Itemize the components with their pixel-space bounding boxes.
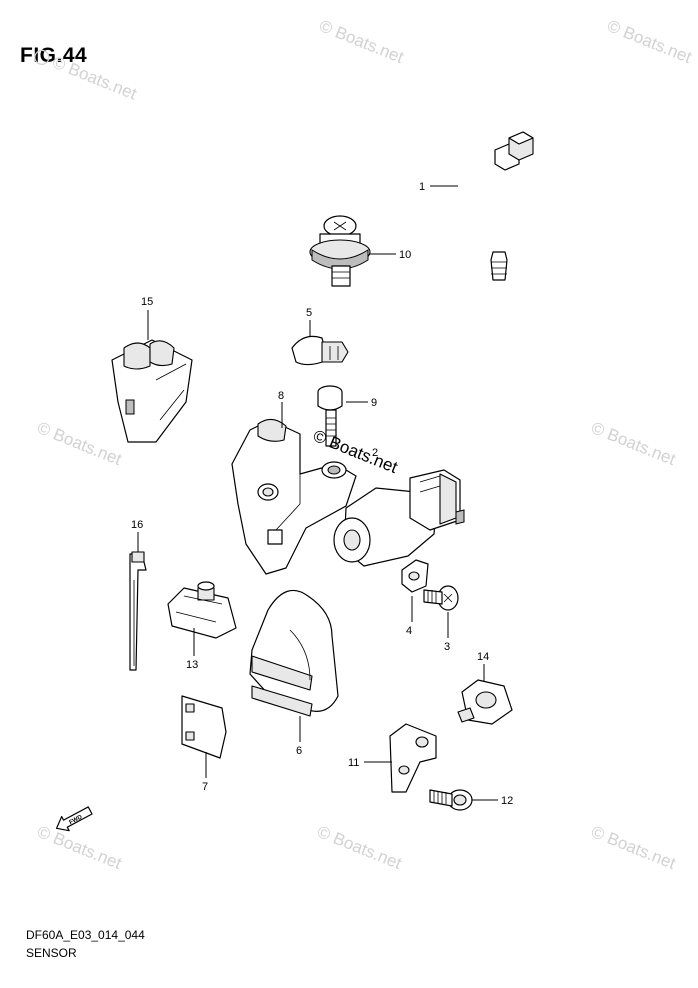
part-10-oil-pressure-switch[interactable]	[309, 215, 371, 287]
callout-3[interactable]: 3	[444, 641, 450, 653]
watermark-text: © Boats.net	[589, 418, 679, 469]
callout-7[interactable]: 7	[202, 781, 208, 793]
part-9-bolt[interactable]	[317, 385, 343, 447]
callout-1[interactable]: 1	[419, 181, 425, 193]
section-name: SENSOR	[26, 946, 77, 960]
part-7-cushion[interactable]	[181, 695, 227, 759]
part-11-plate[interactable]	[389, 723, 437, 793]
watermark-text: © Boats.net	[35, 418, 125, 469]
watermark-text: © Boats.net	[589, 822, 679, 873]
part-8-bracket[interactable]	[231, 418, 357, 575]
watermark-text: © Boats.net	[50, 53, 140, 104]
part-13-clamp[interactable]	[167, 581, 237, 639]
watermark-text: © Boats.net	[35, 822, 125, 873]
callout-13[interactable]: 13	[186, 659, 198, 671]
callout-8[interactable]: 8	[278, 390, 284, 402]
watermark-text: © Boats.net	[317, 16, 407, 67]
part-14-clamp[interactable]	[457, 679, 513, 725]
callout-4[interactable]: 4	[406, 625, 412, 637]
part-15-cover[interactable]	[111, 339, 193, 443]
part-1-sensor-lead[interactable]	[462, 131, 534, 281]
callout-2[interactable]: 2	[372, 447, 378, 459]
watermark-text: © Boats.net	[605, 16, 695, 67]
part-16-cable-tie[interactable]	[129, 551, 147, 671]
part-5-cap[interactable]	[291, 335, 349, 366]
watermark-text: © Boats.net	[315, 822, 405, 873]
callout-16[interactable]: 16	[131, 519, 143, 531]
part-4-plate[interactable]	[401, 559, 429, 593]
callout-10[interactable]: 10	[399, 249, 411, 261]
callout-9[interactable]: 9	[371, 397, 377, 409]
diagram-code: DF60A_E03_014_044	[26, 928, 145, 942]
callout-5[interactable]: 5	[306, 307, 312, 319]
part-2-sensor[interactable]	[333, 469, 465, 567]
part-12-bolt[interactable]	[429, 789, 473, 811]
part-3-screw[interactable]	[423, 585, 459, 611]
part-6-holder[interactable]	[249, 589, 339, 717]
callout-11[interactable]: 11	[348, 757, 359, 769]
callout-12[interactable]: 12	[501, 795, 513, 807]
callout-14[interactable]: 14	[477, 651, 489, 663]
callout-15[interactable]: 15	[141, 296, 153, 308]
callout-6[interactable]: 6	[296, 745, 302, 757]
